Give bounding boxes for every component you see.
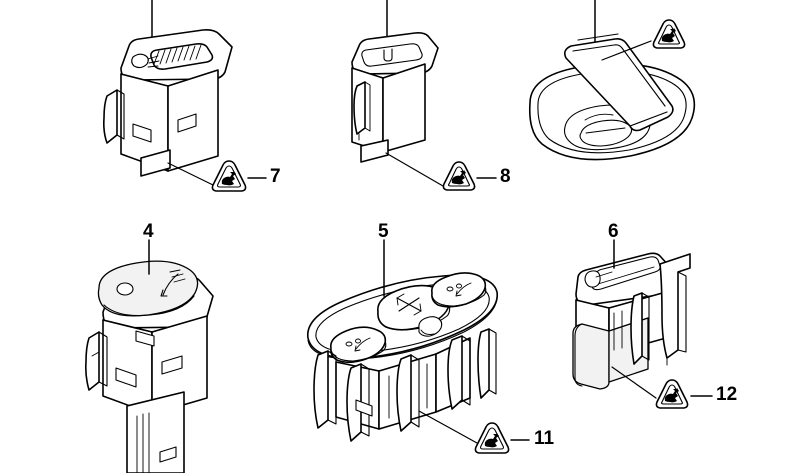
callout-number-4: 4 (143, 221, 154, 242)
callout-number-8: 8 (500, 166, 511, 187)
esd-warning-triangle-7 (211, 160, 247, 192)
callout-number-5: 5 (378, 221, 389, 242)
callout-number-11: 11 (534, 428, 555, 449)
callout-number-12: 12 (716, 384, 738, 405)
esd-warning-triangle-3 (652, 19, 686, 49)
part-mirror-joystick-switch-4 (85, 260, 214, 473)
part-round-dome-switch (528, 33, 696, 161)
callout-number-7: 7 (270, 166, 281, 187)
part-mirror-control-panel-5 (307, 272, 498, 444)
esd-warning-triangle-12 (655, 379, 689, 409)
part-push-button-switch-8 (351, 32, 444, 187)
callout-number-6: 6 (608, 221, 619, 242)
esd-warning-triangle-11 (474, 422, 510, 454)
esd-warning-triangle-8 (442, 161, 476, 191)
part-rocker-switch-7 (103, 29, 233, 186)
part-bulb-holder-connector-6 (572, 252, 691, 399)
